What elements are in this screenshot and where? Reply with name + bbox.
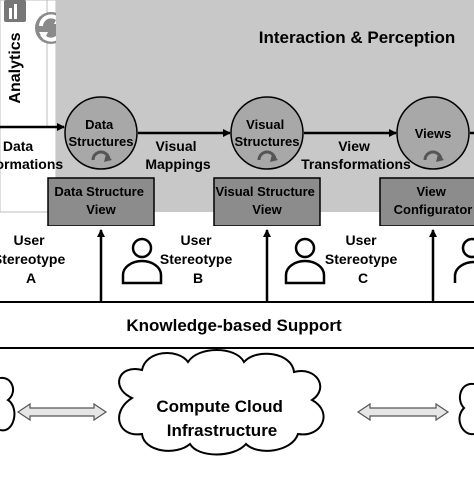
compute-cloud-label: Compute Cloud Infrastructure bbox=[156, 397, 287, 440]
svg-text:View Configurator: View Configurator bbox=[394, 184, 473, 217]
user-stereotype-c-label: User Stereotype C bbox=[325, 232, 401, 286]
user-c-icon bbox=[284, 237, 326, 285]
svg-text:Visual Structure View: Visual Structure View bbox=[215, 184, 318, 217]
analytics-icon bbox=[4, 0, 26, 22]
views-sync-icon bbox=[423, 150, 444, 162]
views-node: Views bbox=[396, 96, 470, 170]
svg-text:Visual Structures: Visual Structures bbox=[234, 117, 299, 149]
svg-text:Data Structure View: Data Structure View bbox=[54, 184, 147, 217]
visual-structure-view-box: Visual Structure View bbox=[213, 177, 321, 227]
visual-structures-sync-icon bbox=[257, 150, 278, 162]
compute-cloud-shape bbox=[118, 349, 325, 456]
user-stereotype-a-label: User Stereotype A bbox=[0, 232, 69, 286]
data-structures-node: Data Structures bbox=[64, 96, 138, 170]
view-configurator-box: View Configurator bbox=[379, 177, 474, 227]
visual-structures-node: Visual Structures bbox=[230, 96, 304, 170]
knowledge-based-support-label: Knowledge-based Support bbox=[126, 316, 342, 335]
svg-text:Views: Views bbox=[415, 126, 452, 141]
data-structure-view-box: Data Structure View bbox=[47, 177, 155, 227]
panel-title: Interaction & Perception bbox=[259, 28, 455, 47]
data-structures-sync-icon bbox=[91, 150, 112, 162]
right-double-arrow bbox=[356, 402, 450, 422]
right-partial-cloud-shape bbox=[458, 382, 474, 436]
view-transformations-label: View Transformations bbox=[301, 138, 411, 172]
visual-mappings-label: Visual Mappings bbox=[145, 138, 211, 172]
analytics-label: Analytics bbox=[7, 32, 24, 103]
user-stereotype-b-label: User Stereotype B bbox=[160, 232, 236, 286]
svg-text:Data Structures: Data Structures bbox=[68, 117, 133, 149]
data-transformations-label: Data formations bbox=[0, 138, 63, 172]
user-d-icon bbox=[453, 237, 474, 283]
left-double-arrow bbox=[16, 402, 108, 422]
left-partial-cloud-shape bbox=[0, 376, 16, 432]
user-b-icon bbox=[121, 237, 163, 285]
stereotype-band bbox=[0, 226, 474, 302]
